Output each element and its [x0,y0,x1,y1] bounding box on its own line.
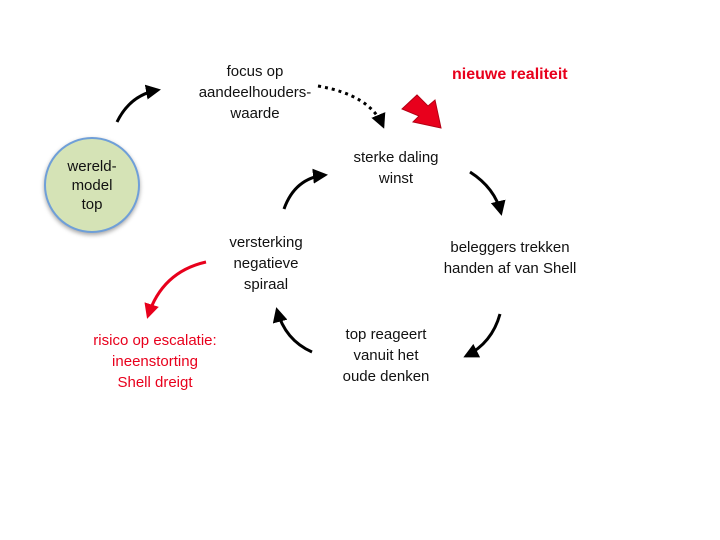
node-investors-line-2: handen af van Shell [443,260,577,277]
arrow-investors-to-top [463,313,502,358]
node-spiral-line-2: negatieve [233,255,299,272]
arrow-focus-to-decline [317,84,386,129]
arrow-spiral-to-risk [144,260,207,319]
arrow-decline-to-investors [469,170,506,216]
node-decline-line-1: sterke daling [353,149,439,166]
node-decline: sterke daling winst [326,147,466,189]
node-decline-line-2: winst [378,170,414,187]
arrow-top-to-spiral [272,307,313,354]
node-top-reacts: top reageert vanuit het oude denken [316,324,456,387]
title-new-reality: nieuwe realiteit [452,66,568,83]
node-spiral: versterking negatieve spiraal [196,232,336,295]
world-model-line-2: model [71,176,113,194]
node-risk-line-3: Shell dreigt [117,374,193,391]
node-top-reacts-line-3: oude denken [342,368,430,385]
node-focus-line-1: focus op [226,63,284,80]
node-top-reacts-line-2: vanuit het [353,347,419,364]
node-spiral-line-3: spiraal [243,276,289,293]
red-block-arrow-icon [401,94,442,129]
node-risk-line-2: ineenstorting [112,353,198,370]
node-risk-line-1: risico op escalatie: [93,332,217,349]
node-focus: focus op aandeelhouders- waarde [175,61,335,124]
node-top-reacts-line-1: top reageert [345,326,427,343]
node-focus-line-3: waarde [230,105,280,122]
node-spiral-line-1: versterking [229,234,303,251]
world-model-line-1: wereld- [67,157,117,175]
world-model-line-3: top [81,195,103,213]
world-model-circle: wereld- model top [44,137,140,233]
arrow-model-to-focus [115,84,161,123]
node-investors: beleggers trekken handen af van Shell [425,237,595,279]
node-investors-line-1: beleggers trekken [450,239,570,256]
node-risk: risico op escalatie: ineenstorting Shell… [70,330,240,393]
arrow-spiral-to-decline [282,168,328,210]
node-focus-line-2: aandeelhouders- [198,84,312,101]
